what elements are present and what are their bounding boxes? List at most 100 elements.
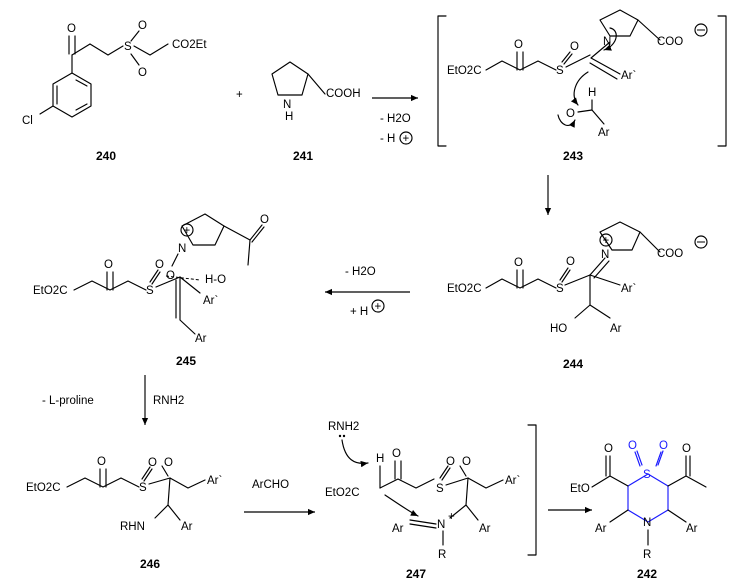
carboxylate-label-243: COO [657, 36, 683, 48]
oxygen-label: O [138, 20, 147, 32]
arrow4-proline-label: - L-proline [42, 395, 94, 407]
aryl-label-246b: Ar [181, 521, 193, 533]
nitrogen-label: N [437, 519, 445, 531]
oxygen-label: O [566, 108, 575, 120]
sulfur-label: S [556, 283, 564, 295]
compound-label-245: 245 [176, 354, 196, 368]
compound-label-242: 242 [637, 567, 657, 581]
oxygen-label: O [659, 440, 668, 452]
compound-240: Cl O S O O CO2Et 240 [22, 20, 207, 163]
r-group-label: R [438, 549, 446, 561]
oxygen-label: O [155, 259, 164, 271]
sulfur-label: S [124, 41, 132, 53]
aryl-label-245b: Ar [195, 333, 207, 345]
hydrogen-label: H [376, 453, 384, 465]
compound-245: EtO2C O S O O N + O H-O Ar` Ar 245 [33, 213, 269, 368]
oxygen-label: O [628, 440, 637, 452]
ester-label-240: CO2Et [172, 39, 207, 51]
r-group-label: R [643, 549, 651, 561]
aryl-label-245: Ar` [203, 295, 218, 307]
chlorine-label: Cl [22, 115, 33, 127]
oxygen-label: O [164, 457, 173, 469]
arrow-step-4: - L-proline RNH2 [42, 375, 184, 425]
oxygen-label: O [260, 214, 269, 226]
ester-label-247: EtO2C [325, 487, 360, 499]
oxygen-label: O [514, 39, 523, 51]
aryl-label-243b: Ar [598, 127, 610, 139]
sulfur-label: S [643, 469, 651, 481]
nitrogen-label: N [603, 36, 611, 48]
oxygen-label: O [566, 256, 575, 268]
oxygen-label: O [604, 443, 613, 455]
oxygen-label: O [446, 456, 455, 468]
compound-243: EtO2C O S O Ar` N COO H O Ar 243 [437, 9, 727, 163]
oxygen-label: O [462, 456, 471, 468]
compound-246: EtO2C O S O O Ar` RHN Ar 246 [26, 456, 222, 571]
aryl-label-243: Ar` [621, 70, 636, 82]
aryl-label-246: Ar` [207, 475, 222, 487]
arrow-step-1: - H2O - H + [372, 94, 418, 145]
oxygen-label: O [570, 41, 579, 53]
oxygen-label: O [138, 67, 147, 79]
sulfur-label: S [146, 285, 154, 297]
arrow1-water-label: - H2O [380, 113, 411, 125]
compound-label-246: 246 [140, 557, 160, 571]
hydroxyl-label-245: H-O [205, 274, 226, 286]
aryl-label-247b: Ar [479, 523, 491, 535]
hydrogen-label: H [588, 87, 596, 99]
compound-244: EtO2C O S O N + COO Ar` HO Ar 244 [447, 221, 708, 371]
acid-label-241: COOH [326, 88, 361, 100]
nitrogen-label: N [178, 243, 186, 255]
sulfur-label: S [436, 483, 444, 495]
ester-label-243: EtO2C [447, 65, 482, 77]
aryl-label-247c: Ar [392, 523, 404, 535]
ester-label-242: EtO [570, 483, 590, 495]
aryl-label-244b: Ar [610, 323, 622, 335]
oxygen-label: O [682, 443, 691, 455]
arrow5-aldehyde-label: ArCHO [252, 479, 289, 491]
compound-label-240: 240 [96, 149, 116, 163]
oxygen-label: O [166, 270, 175, 282]
arrow3-proton-label: + H [350, 306, 368, 318]
sulfur-label: S [139, 482, 147, 494]
plus-sign: + [236, 89, 243, 101]
aryl-label-244: Ar` [621, 283, 636, 295]
nitrogen-label: N [601, 249, 609, 261]
carboxylate-label-244: COO [657, 248, 683, 260]
plus-charge: + [403, 133, 410, 145]
compound-247: RNH2 H EtO2C O S O O Ar` Ar N + Ar R 247 [325, 421, 537, 581]
hydroxyl-label: HO [550, 323, 567, 335]
aryl-label-242: Ar [595, 523, 607, 535]
compound-label-243: 243 [563, 149, 583, 163]
ester-label-245: EtO2C [33, 285, 68, 297]
oxygen-label: O [514, 257, 523, 269]
sulfur-label: S [556, 65, 564, 77]
aryl-label-242b: Ar [686, 523, 698, 535]
oxygen-label: O [104, 259, 113, 271]
amine-label-246: RHN [120, 521, 145, 533]
compound-label-247: 247 [406, 567, 426, 581]
arrow-step-3: - H2O + H + [325, 266, 410, 318]
plus-charge: + [184, 225, 191, 237]
oxygen-label: O [148, 457, 157, 469]
compound-241: N H COOH 241 [271, 61, 361, 163]
nitrogen-label: N [283, 99, 291, 111]
arrow-step-5: ArCHO [244, 479, 315, 516]
compound-label-244: 244 [563, 357, 583, 371]
oxygen-label: O [97, 456, 106, 468]
oxygen-label: O [392, 448, 401, 460]
plus-charge: + [448, 511, 455, 523]
ester-label-244: EtO2C [447, 283, 482, 295]
arrow3-water-label: - H2O [345, 266, 376, 278]
oxygen-label: O [67, 23, 76, 35]
compound-label-241: 241 [293, 149, 313, 163]
plus-charge: + [375, 301, 382, 313]
aryl-label-247: Ar` [505, 475, 520, 487]
arrow1-proton-label: - H [380, 133, 395, 145]
hydrogen-label: H [285, 111, 293, 123]
compound-242: S O O N R O EtO O Ar Ar 242 [570, 440, 707, 581]
arrow4-amine-label: RNH2 [153, 395, 184, 407]
amine-reagent-label: RNH2 [328, 421, 359, 433]
nitrogen-label: N [643, 517, 651, 529]
